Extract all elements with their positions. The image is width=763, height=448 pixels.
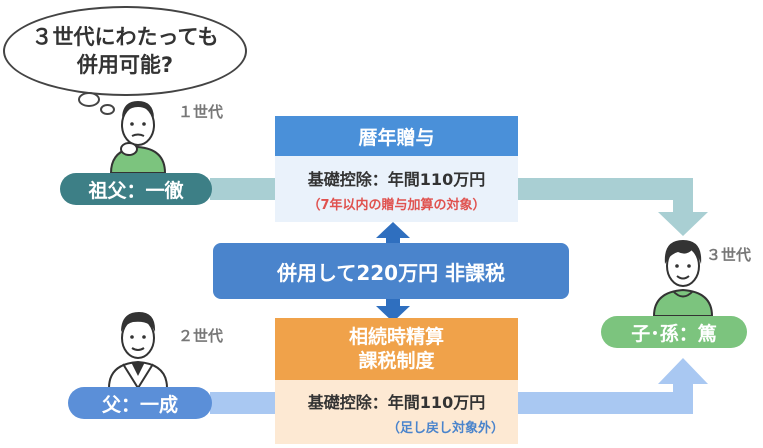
- settlement-title-line-1: 相続時精算: [348, 326, 444, 348]
- settlement-to-grandchild-arrow: [515, 358, 708, 414]
- grandfather-connector: [210, 178, 280, 200]
- settlement-title: 相続時精算 課税制度: [275, 318, 518, 380]
- grandfather-generation: １世代: [178, 103, 224, 121]
- settlement-deduction: 基礎控除：年間110万円: [307, 392, 486, 412]
- combined-banner: 併用して220万円 非課税: [213, 243, 569, 299]
- bubble-dot-large: [78, 92, 100, 107]
- father-label: 父：一成: [68, 387, 212, 419]
- grandchild-figure-icon: [652, 240, 714, 316]
- father-generation: ２世代: [178, 327, 224, 345]
- calendar-gift-box: 暦年贈与 基礎控除：年間110万円 （7年以内の贈与加算の対象）: [275, 116, 518, 222]
- settlement-tax-box: 相続時精算 課税制度 基礎控除：年間110万円 （足し戻し対象外）: [275, 318, 518, 444]
- calendar-gift-title: 暦年贈与: [275, 116, 518, 156]
- grandchild-generation: ３世代: [706, 246, 752, 264]
- bubble-line-2: 併用可能?: [76, 53, 174, 77]
- grandfather-label: 祖父：一徹: [60, 173, 212, 205]
- grandchild-label: 子･孫：篤: [601, 316, 747, 348]
- bubble-line-1: ３世代にわたっても: [31, 25, 219, 49]
- settlement-title-line-2: 課税制度: [358, 350, 435, 372]
- thought-bubble: ３世代にわたっても 併用可能?: [3, 6, 247, 96]
- calendar-gift-deduction: 基礎控除：年間110万円: [307, 169, 486, 189]
- father-figure-icon: [107, 312, 169, 388]
- bubble-dot-small: [100, 104, 115, 115]
- settlement-body: 基礎控除：年間110万円 （足し戻し対象外）: [275, 380, 518, 444]
- settlement-note: （足し戻し対象外）: [386, 420, 504, 436]
- calendar-gift-body: 基礎控除：年間110万円 （7年以内の贈与加算の対象）: [275, 156, 518, 222]
- gift-to-grandchild-arrow: [515, 178, 708, 236]
- calendar-gift-note: （7年以内の贈与加算の対象）: [307, 197, 486, 213]
- father-connector: [210, 392, 280, 414]
- grandfather-figure-icon: [109, 101, 167, 173]
